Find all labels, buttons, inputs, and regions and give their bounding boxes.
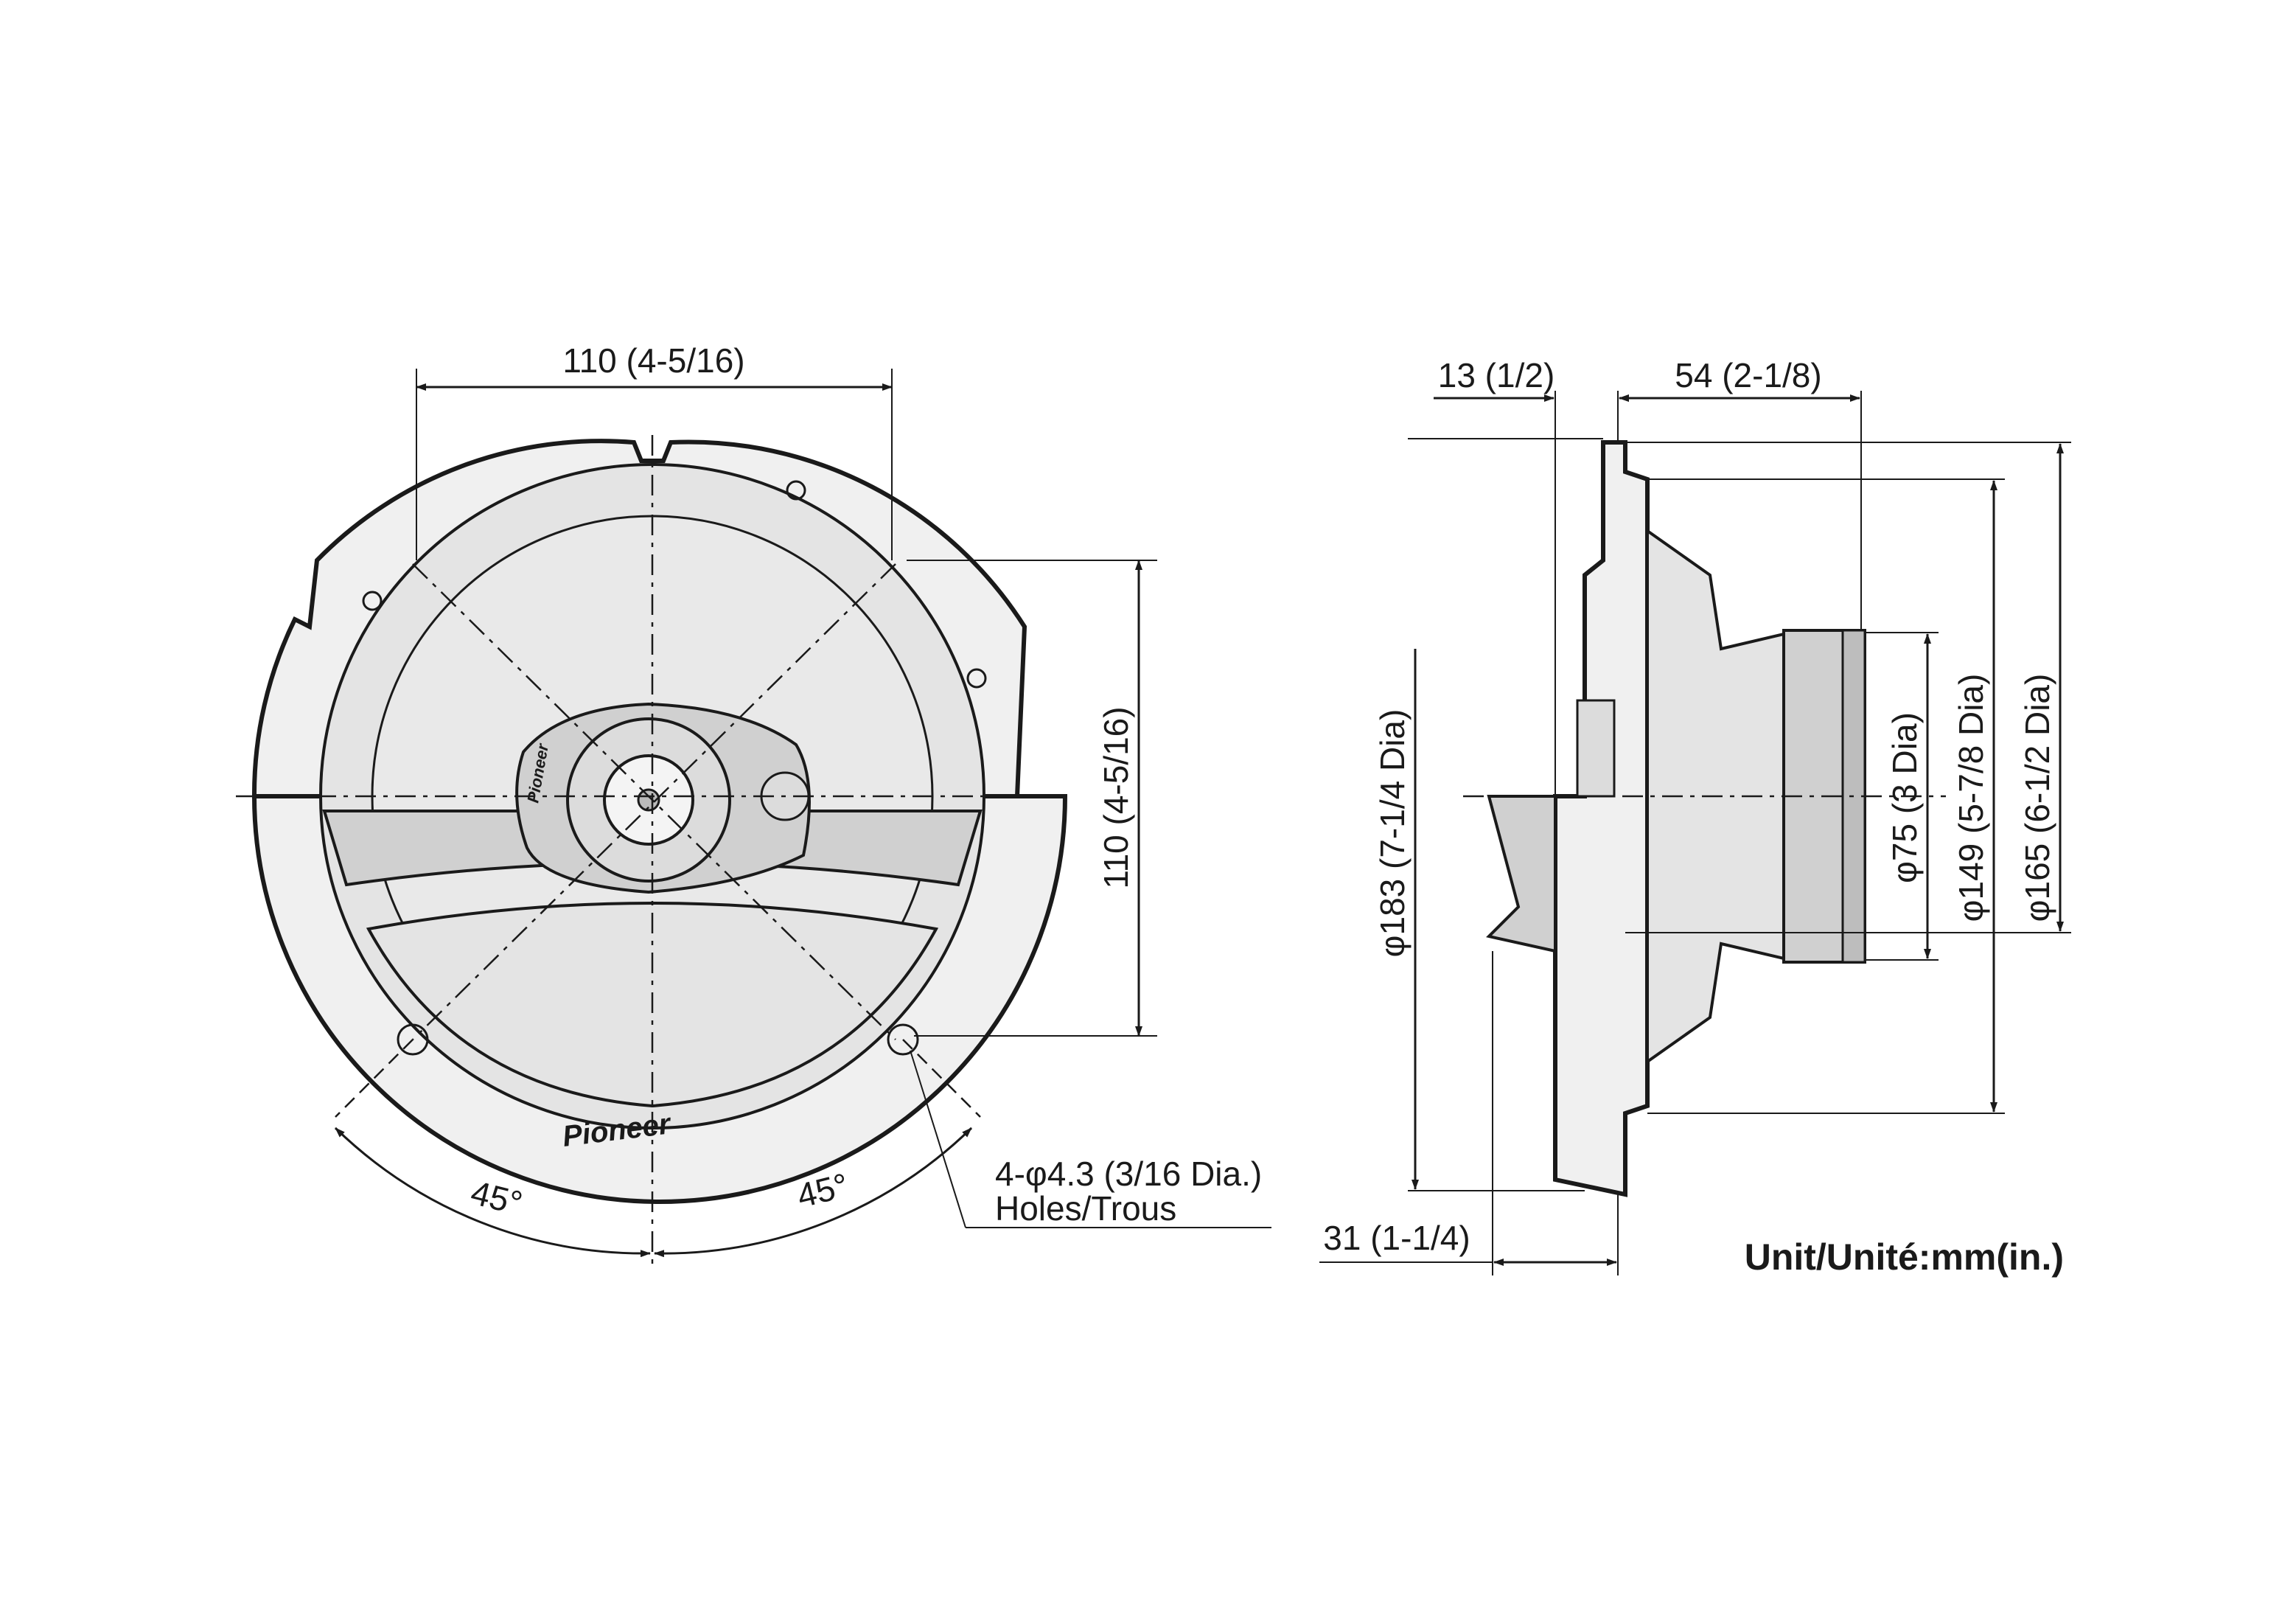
dim-right-height: 110 (4-5/16) <box>1097 706 1135 888</box>
dia-75: φ75 (3 Dia) <box>1885 712 1924 883</box>
unit-label: Unit/Unité:mm(in.) <box>1745 1236 2064 1278</box>
side-flange <box>1553 440 1650 1197</box>
mounting-hole-top-mid <box>786 480 806 501</box>
mounting-hole-bottom-left <box>397 1023 429 1056</box>
dim-54: 54 (2-1/8) <box>1675 356 1821 394</box>
side-tweeter <box>1486 795 1557 953</box>
dim-top-width: 110 (4-5/16) <box>562 341 744 380</box>
mounting-hole-right <box>966 668 987 689</box>
dia-183: φ183 (7-1/4 Dia) <box>1373 709 1412 958</box>
dia-149: φ149 (5-7/8 Dia) <box>1952 674 1990 922</box>
dia-165: φ165 (6-1/2 Dia) <box>2018 674 2056 922</box>
tweeter-center <box>637 788 660 812</box>
mounting-hole-bottom-right <box>887 1023 919 1056</box>
front-view: Pioneer Pioneer 110 (4-5/16) 110 (4-5/16… <box>236 341 1271 1268</box>
side-view: 13 (1/2) 54 (2-1/8) 31 (1-1/4) φ183 (7-1… <box>1319 356 2071 1275</box>
mounting-hole-top-left <box>362 591 383 611</box>
holes-label-line1: 4-φ4.3 (3/16 Dia.) <box>995 1155 1262 1193</box>
side-terminal <box>1576 699 1616 798</box>
angle-left: 45° <box>467 1173 526 1222</box>
dim-13: 13 (1/2) <box>1438 356 1555 394</box>
holes-label-line2: Holes/Trous <box>995 1189 1176 1228</box>
dim-31: 31 (1-1/4) <box>1323 1219 1470 1257</box>
